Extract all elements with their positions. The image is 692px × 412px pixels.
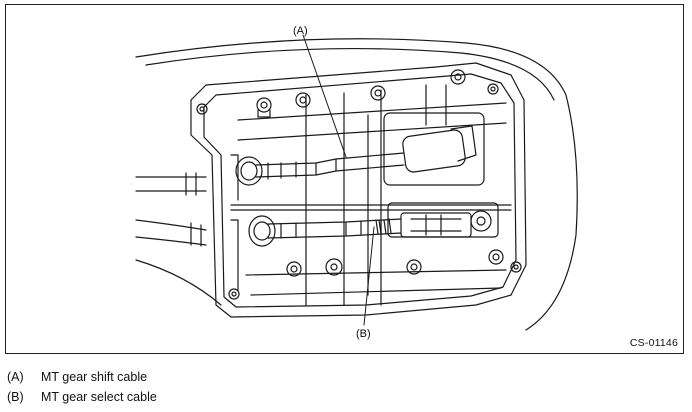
vehicle-body-outline — [135, 38, 578, 331]
gear-select-cable — [267, 210, 492, 239]
mount-holes — [196, 83, 522, 300]
bracket-plate-inner — [203, 73, 517, 308]
callout-a: (A) — [293, 25, 308, 37]
grommet-lower — [248, 215, 276, 247]
callout-b: (B) — [356, 328, 371, 340]
leader-line-b — [363, 226, 375, 326]
bolt-bottom-right — [406, 259, 422, 275]
legend-item: (A) MT gear shift cable — [7, 367, 157, 387]
bolt-lower-right-corner — [488, 249, 504, 265]
shift-cable-end — [402, 129, 466, 173]
outer-cable-left-upper — [135, 172, 207, 196]
lower-window — [387, 202, 499, 238]
gear-shift-cable — [255, 125, 477, 180]
figure-code: CS-01146 — [629, 337, 678, 349]
leader-line-a — [302, 34, 347, 158]
bolt-upper-right-corner — [450, 69, 466, 85]
upper-window — [383, 112, 485, 186]
select-cable-turnbuckle — [400, 212, 472, 238]
legend-text: MT gear select cable — [41, 390, 157, 404]
vehicle-body-outline-inner — [145, 47, 555, 101]
bracket-plate-outer — [190, 62, 527, 318]
legend-key: (A) — [7, 370, 24, 384]
bracket-ribs — [230, 84, 512, 306]
figure-frame: (A) (B) CS-01146 — [5, 4, 684, 354]
legend-item: (B) MT gear select cable — [7, 387, 157, 407]
legend-key: (B) — [7, 390, 24, 404]
cable-bracket-illustration — [135, 34, 578, 331]
grommet-upper — [235, 156, 263, 186]
bolt-top-left — [256, 97, 272, 118]
bolt-bottom-middle — [325, 258, 343, 276]
outer-cable-left-lower — [135, 219, 207, 247]
legend-text: MT gear shift cable — [41, 370, 148, 384]
bolt-bottom-left — [286, 261, 302, 277]
legend: (A) MT gear shift cable (B) MT gear select… — [7, 367, 157, 407]
bolt-top-middle — [295, 92, 311, 108]
bolt-top-right — [370, 85, 386, 101]
lower-body-curve — [135, 259, 222, 306]
